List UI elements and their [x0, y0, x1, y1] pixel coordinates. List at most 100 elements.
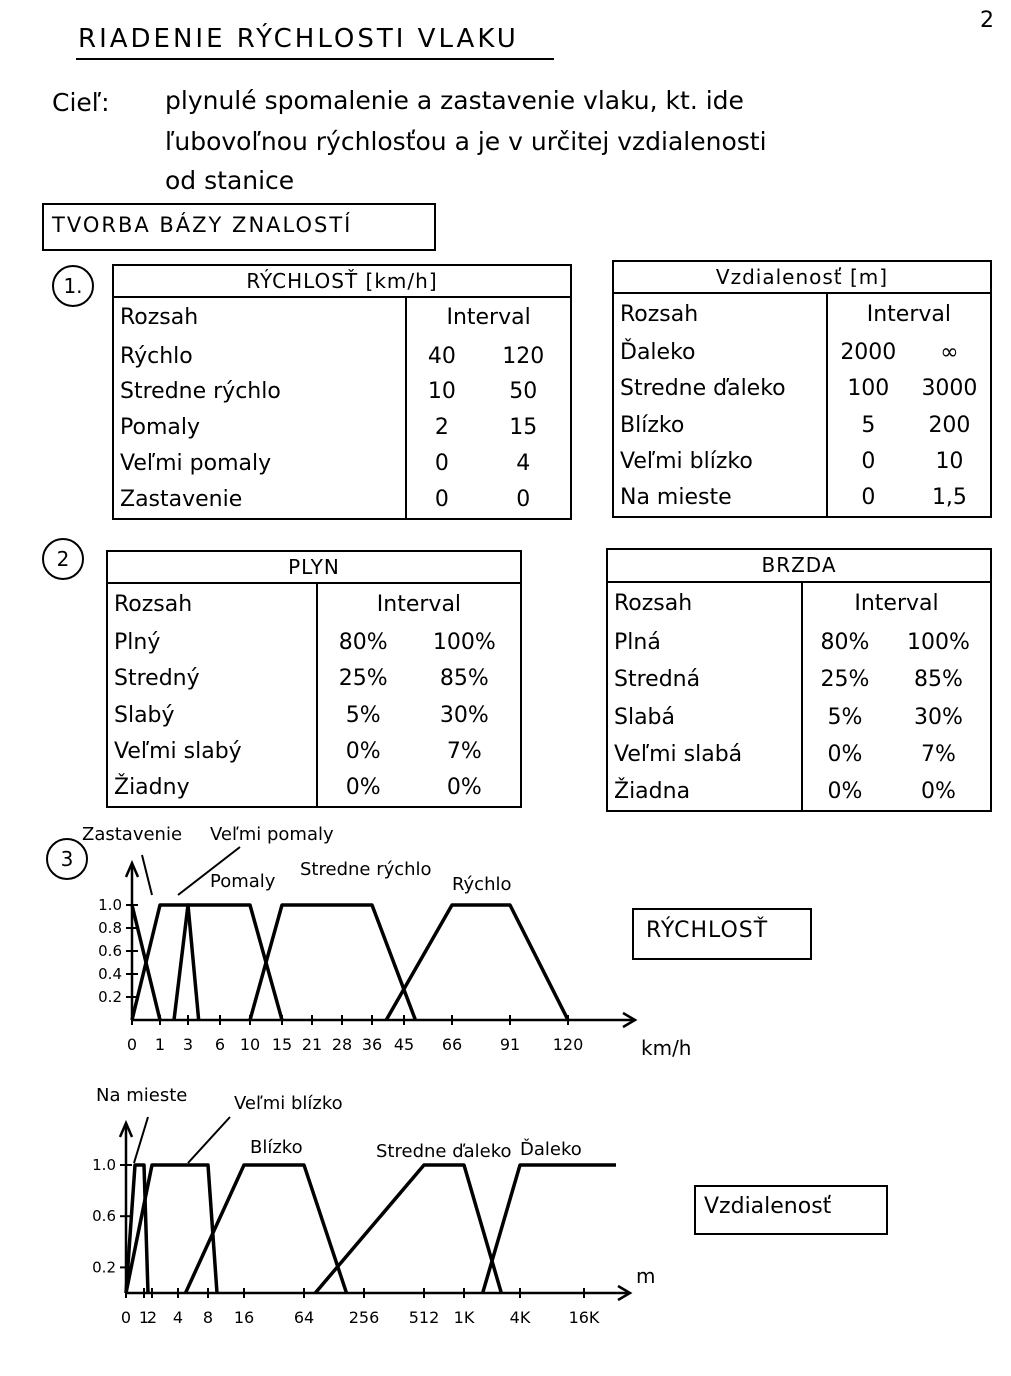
membership-curve: [124, 1163, 219, 1294]
column-header-interval: Interval: [376, 591, 462, 617]
x-axis-label: km/h: [641, 1036, 691, 1060]
series-label: Na mieste: [96, 1085, 187, 1106]
row-name: Stredne ďaleko: [613, 370, 828, 408]
row-from: 10: [427, 379, 456, 405]
row-from: 0: [434, 451, 449, 477]
column-header-interval: Interval: [866, 301, 952, 327]
x-tick-label: 1: [139, 1308, 149, 1327]
label-arrow: [133, 1116, 149, 1164]
column-header-rozsah: Rozsah: [607, 581, 803, 625]
row-to: 120: [502, 343, 545, 369]
x-tick-label: 0: [127, 1035, 137, 1054]
page-title: RIADENIE RÝCHLOSTI VLAKU: [78, 24, 519, 54]
x-tick-label: 36: [362, 1035, 382, 1054]
row-from: 5: [861, 412, 876, 438]
row-from: 2000: [840, 340, 897, 366]
series-label: Zastavenie: [82, 824, 182, 845]
row-from: 0: [434, 487, 449, 513]
row-name: Žiadny: [107, 769, 318, 807]
row-to: 200: [928, 412, 971, 438]
x-tick-label: 28: [332, 1035, 352, 1054]
row-to: 7%: [446, 739, 482, 765]
row-from: 5%: [827, 704, 863, 730]
x-tick-label: 16K: [569, 1308, 600, 1327]
membership-curve: [248, 903, 418, 1021]
distance-chart-title: Vzdialenosť: [704, 1194, 832, 1219]
row-from: 0%: [827, 778, 863, 804]
row-name: Zastavenie: [113, 481, 408, 519]
row-from: 40: [427, 343, 456, 369]
column-header-interval: Interval: [854, 591, 939, 617]
speed-chart-label-box: [632, 908, 812, 960]
row-to: 0: [516, 487, 531, 513]
table-row: Pomaly 2 15: [113, 409, 571, 446]
y-tick-label: 0.2: [92, 1258, 116, 1276]
row-from: 0%: [345, 775, 381, 801]
x-tick-label: 0: [121, 1308, 131, 1327]
row-name: Na mieste: [613, 479, 828, 517]
row-to: 3000: [921, 376, 978, 402]
row-from: 0: [861, 449, 876, 475]
membership-curve: [124, 1163, 150, 1294]
row-name: Veľmi slabý: [107, 733, 318, 770]
series-label: Rýchlo: [452, 874, 512, 895]
row-name: Rýchlo: [113, 338, 408, 374]
table-title: BRZDA: [607, 549, 991, 583]
goal-label: Cieľ:: [52, 88, 110, 117]
series-label: Stredne rýchlo: [300, 859, 432, 880]
marker-2: 2: [42, 538, 84, 580]
series-label: Stredne ďaleko: [376, 1141, 512, 1162]
section-box: [42, 203, 436, 251]
row-name: Slabá: [607, 698, 803, 736]
row-from: 80%: [820, 630, 870, 656]
row-from: 80%: [338, 630, 388, 656]
x-tick-label: 256: [349, 1308, 380, 1327]
x-tick-label: 4K: [510, 1308, 531, 1327]
row-to: 85%: [439, 666, 489, 692]
row-name: Veľmi pomaly: [113, 445, 408, 482]
row-name: Veľmi slabá: [607, 735, 803, 773]
row-name: Blízko: [613, 407, 828, 444]
table-row: Zastavenie 0 0: [113, 481, 571, 519]
section-title: TVORBA BÁZY ZNALOSTÍ: [52, 213, 353, 237]
row-name: Pomaly: [113, 409, 408, 446]
row-to: 10: [935, 449, 964, 475]
x-tick-label: 10: [240, 1035, 260, 1054]
x-tick-label: 1: [155, 1035, 165, 1054]
row-to: 100%: [906, 630, 970, 656]
membership-curve: [384, 903, 570, 1021]
goal-line: od stanice: [165, 166, 295, 195]
y-tick-label: 0.4: [98, 965, 122, 983]
x-tick-label: 2: [147, 1308, 157, 1327]
y-tick-label: 0.6: [92, 1207, 116, 1225]
speed-chart-title: RÝCHLOSŤ: [646, 918, 769, 943]
x-tick-label: 120: [553, 1035, 584, 1054]
x-axis-arrow: [622, 1011, 638, 1029]
x-tick-label: 4: [173, 1308, 183, 1327]
row-name: Žiadna: [607, 772, 803, 811]
x-tick-label: 66: [442, 1035, 462, 1054]
x-tick-label: 64: [294, 1308, 314, 1327]
membership-curve: [480, 1163, 616, 1294]
row-to: 15: [509, 415, 538, 441]
label-arrow: [187, 1116, 231, 1164]
x-tick-label: 45: [394, 1035, 414, 1054]
x-axis-arrow: [617, 1284, 633, 1302]
row-from: 2: [434, 415, 449, 441]
row-from: 0%: [827, 741, 863, 767]
row-to: 100%: [432, 630, 496, 656]
y-tick-label: 1.0: [92, 1156, 116, 1174]
table-title: Vzdialenosť [m]: [613, 261, 991, 294]
x-tick-label: 512: [409, 1308, 440, 1327]
row-name: Ďaleko: [613, 334, 828, 371]
membership-curve: [183, 1163, 349, 1294]
